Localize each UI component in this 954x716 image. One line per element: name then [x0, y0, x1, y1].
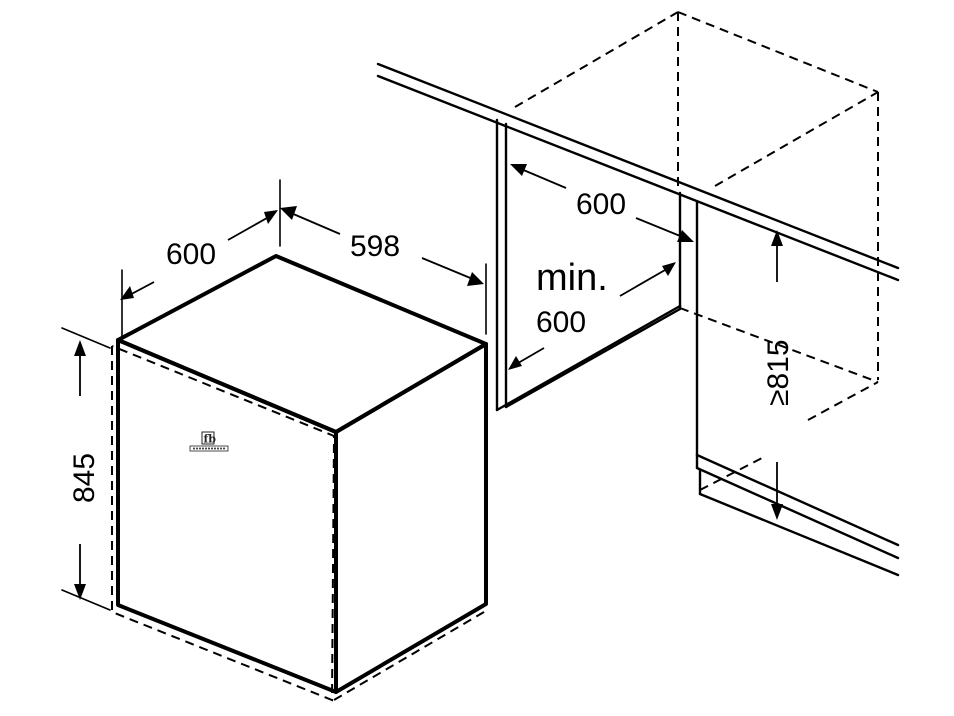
niche-width-dimension: min. 600: [508, 257, 676, 370]
svg-text:fb: fb: [204, 433, 217, 446]
brand-monogram-icon: fb: [201, 431, 217, 446]
niche-depth-label: 600: [576, 188, 626, 221]
appliance-height-dimension: 845: [61, 327, 111, 611]
door-panel-outline: [111, 345, 485, 702]
installation-niche: [376, 11, 900, 577]
dishwasher-body: fb: [111, 254, 488, 702]
niche-width-prefix: min.: [536, 257, 608, 299]
brand-logo: fb: [189, 431, 229, 452]
right-cabinet-panel: [695, 200, 900, 560]
plinth: [698, 468, 900, 577]
appliance-depth-label: 600: [166, 238, 216, 271]
niche-depth-dimension: 600: [510, 164, 694, 242]
appliance-width-label: 598: [350, 230, 400, 263]
appliance-depth-dimension: 600: [120, 210, 278, 337]
niche-width-label: 600: [536, 306, 586, 339]
appliance-width-dimension: 598: [279, 179, 487, 335]
left-cabinet-panel: [495, 118, 682, 412]
appliance-height-label: 845: [68, 453, 101, 503]
brand-wordmark: [189, 445, 229, 452]
niche-outline: [514, 11, 879, 491]
niche-height-label: ≥815: [762, 339, 795, 406]
niche-height-dimension: ≥815: [762, 230, 795, 520]
worktop-edge: [376, 62, 900, 282]
